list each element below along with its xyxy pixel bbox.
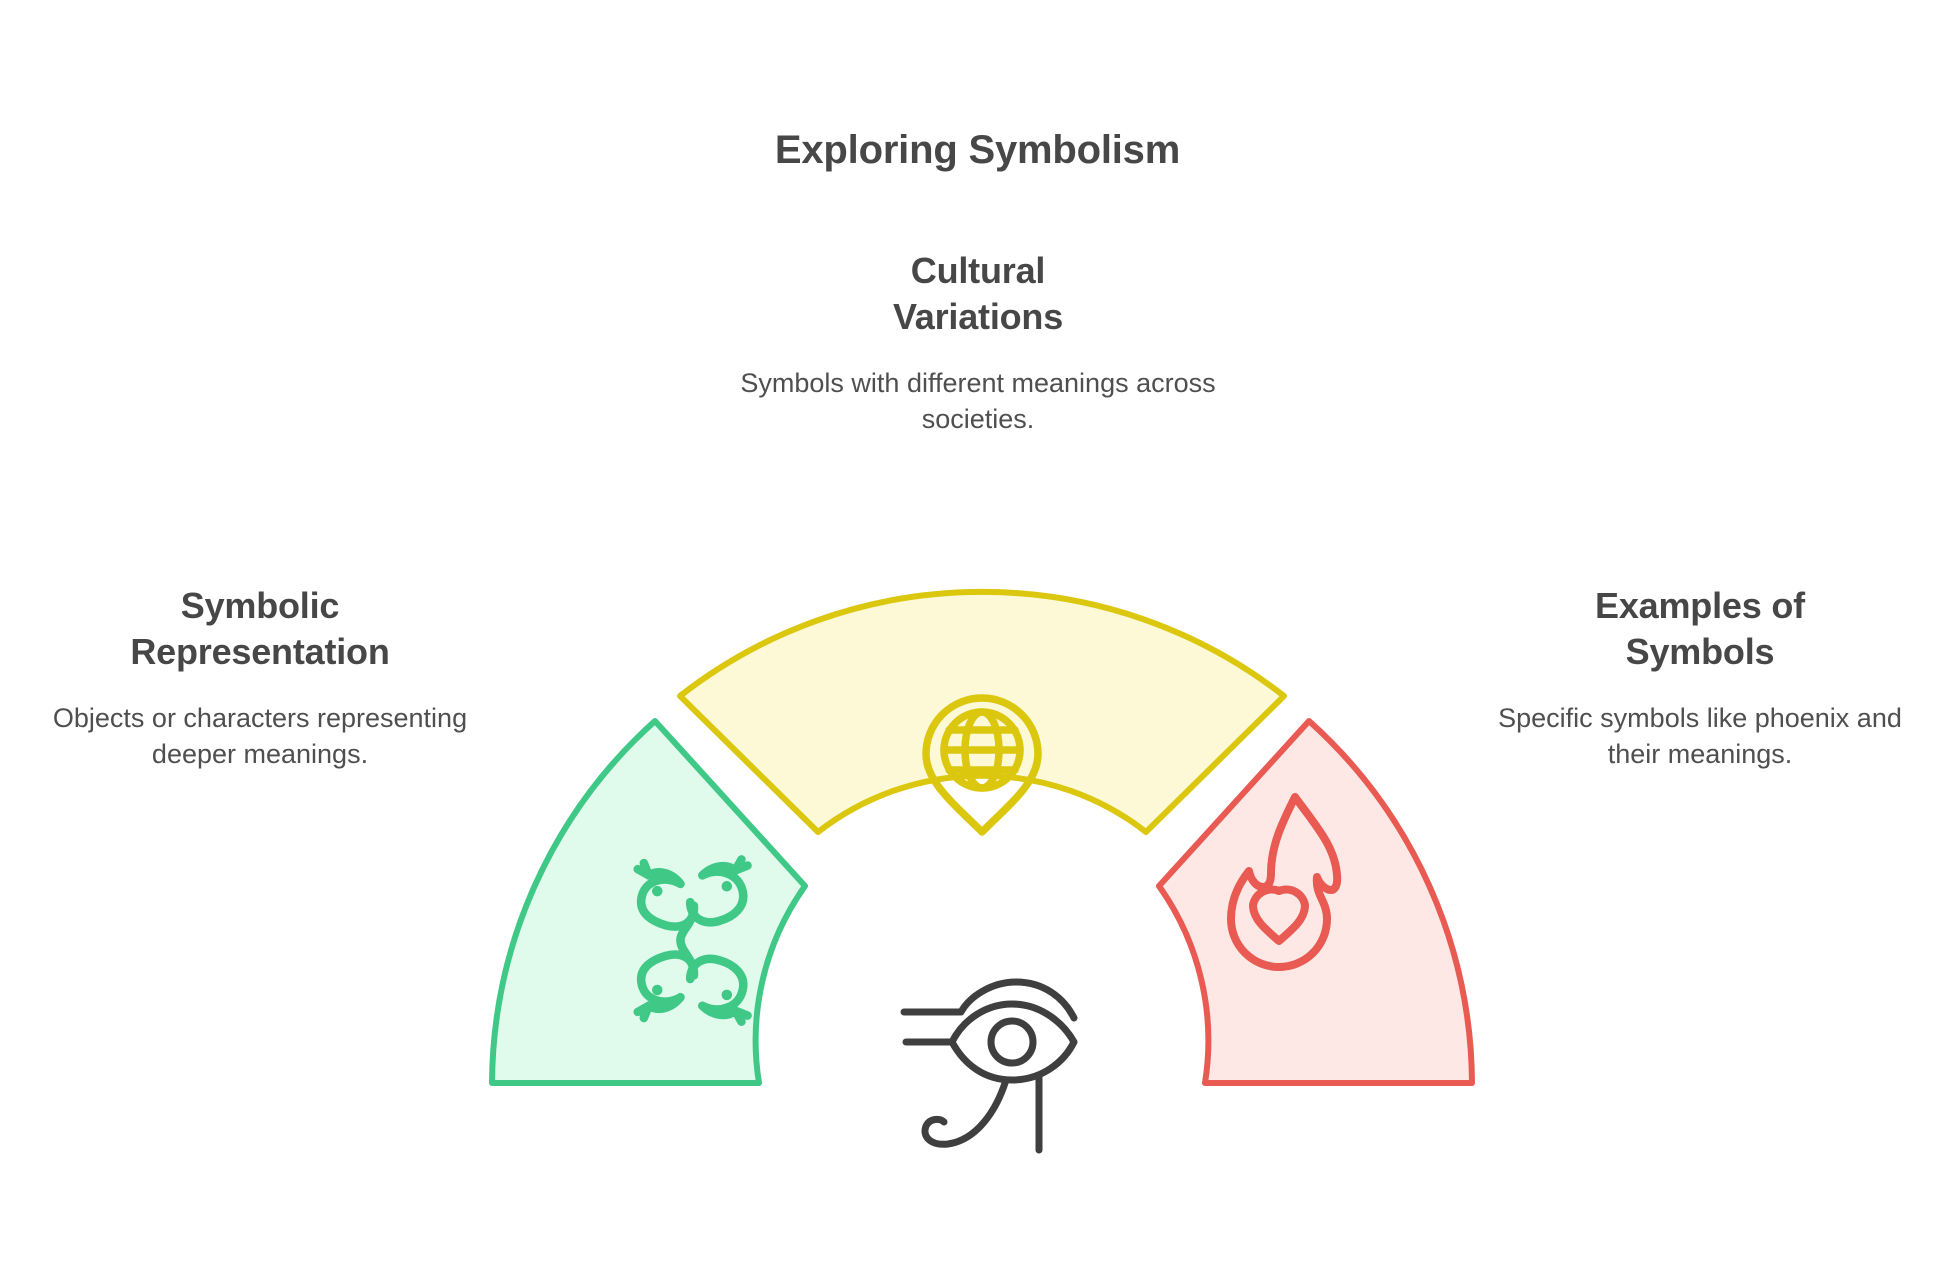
segment-text-cultural-variations: Cultural Variations Symbols with differe… <box>738 248 1218 438</box>
segment-title-line2: Symbols <box>1625 631 1775 673</box>
flame-heart-icon <box>1227 793 1342 971</box>
segment-description-examples-of-symbols: Specific symbols like phoenix and their … <box>1498 703 1902 770</box>
segment-title-line1: Examples of <box>1595 585 1805 626</box>
segment-title-examples-of-symbols: Examples of Symbols <box>1490 583 1910 675</box>
segment-text-symbolic-representation: Symbolic Representation Objects or chara… <box>50 583 470 773</box>
arc-segment-shape-green <box>489 718 808 1086</box>
arc-segment-symbolic-representation[interactable] <box>489 718 808 1086</box>
intertwined-serpents-icon <box>633 855 752 1026</box>
eye-of-horus-icon <box>900 978 1078 1154</box>
segment-title-line1: Symbolic <box>180 585 340 626</box>
arc-segment-cultural-variations[interactable] <box>677 588 1287 836</box>
arc-segment-shape-red <box>1156 718 1475 1086</box>
segment-title-symbolic-representation: Symbolic Representation <box>50 583 470 675</box>
segment-title-cultural-variations: Cultural Variations <box>738 248 1218 340</box>
globe-location-pin-icon <box>922 694 1042 836</box>
segment-title-line2: Representation <box>130 631 390 673</box>
arc-segment-shape-yellow <box>677 588 1287 835</box>
segment-text-examples-of-symbols: Examples of Symbols Specific symbols lik… <box>1490 583 1910 773</box>
segment-title-line1: Cultural <box>910 250 1046 291</box>
segment-description-symbolic-representation: Objects or characters representing deepe… <box>52 703 468 770</box>
page-title: Exploring Symbolism <box>774 128 1181 172</box>
segment-title-line2: Variations <box>892 296 1064 338</box>
segment-description-cultural-variations: Symbols with different meanings across s… <box>740 368 1216 435</box>
arc-segment-examples-of-symbols[interactable] <box>1156 718 1475 1086</box>
